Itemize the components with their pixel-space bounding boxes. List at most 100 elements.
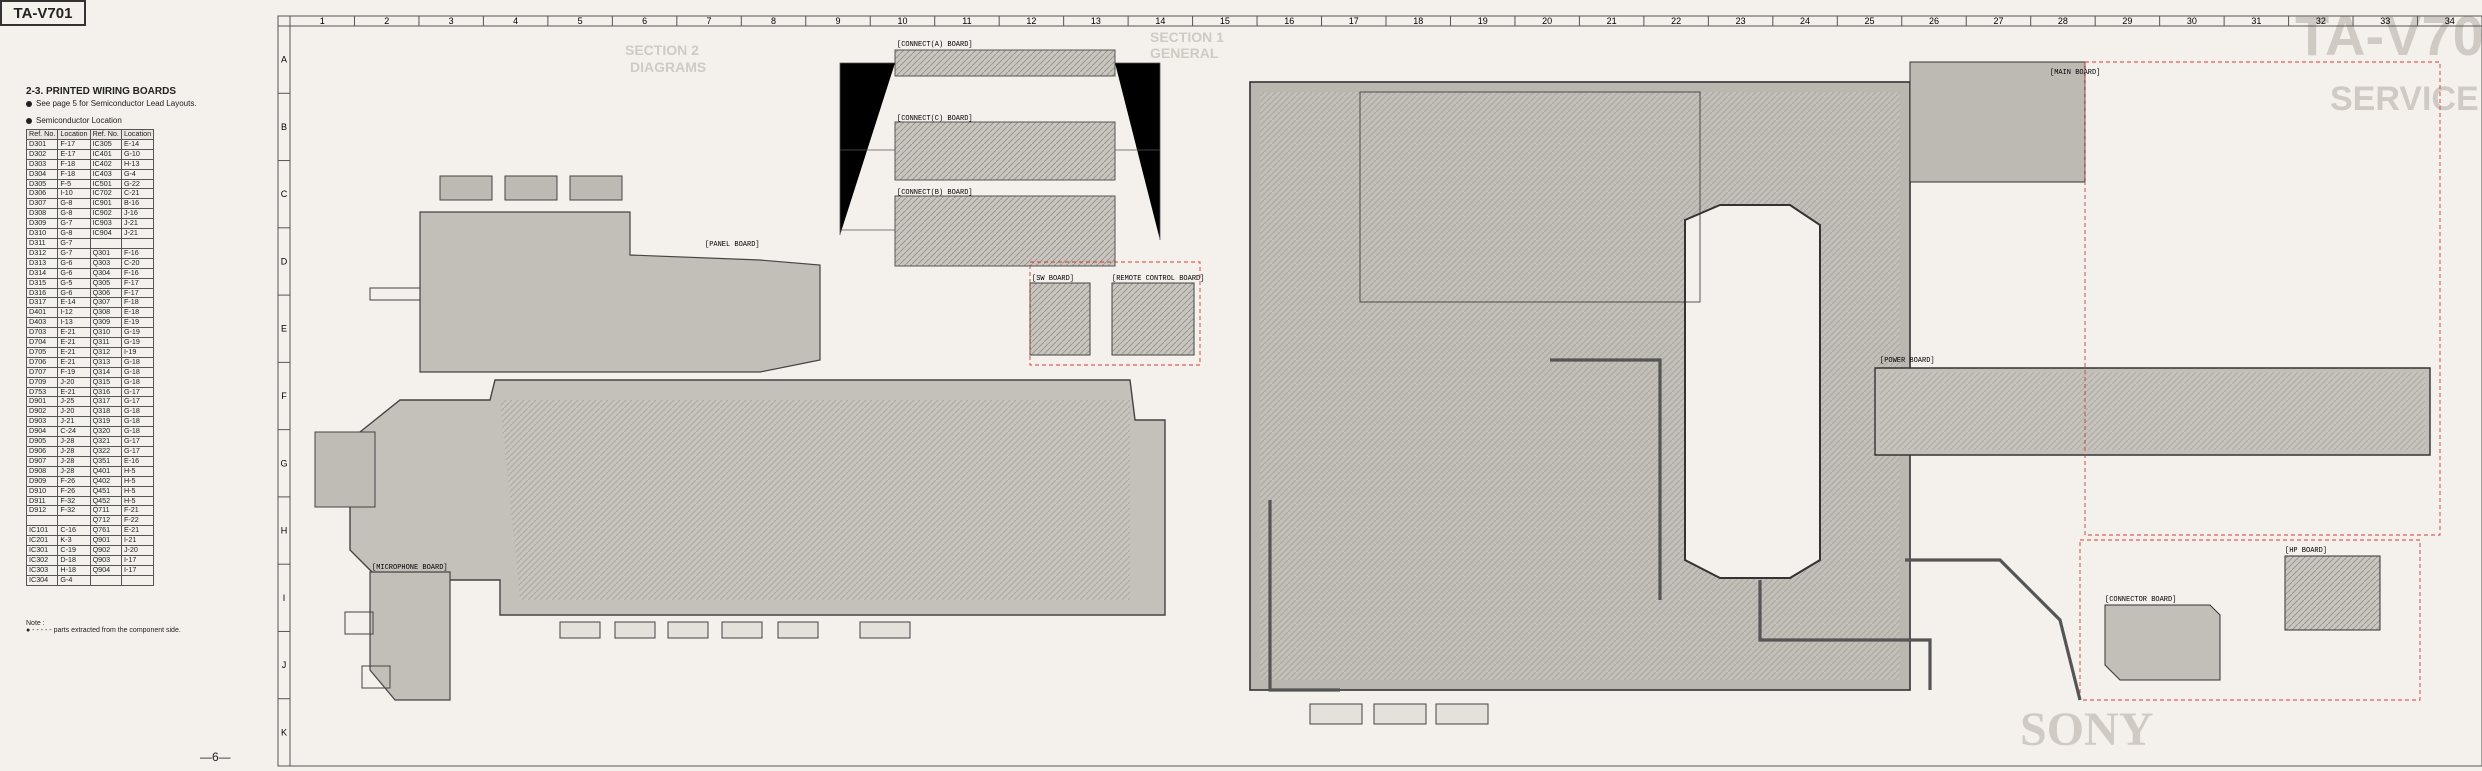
grid-column-label: 16 [1284,16,1294,26]
grid-column-label: 23 [1736,16,1746,26]
remote-board-label: [REMOTE CONTROL BOARD] [1112,275,1204,283]
bg-general: GENERAL [1150,45,1219,61]
grid-row-label: D [281,256,288,266]
panel-board-label: [PANEL BOARD] [705,241,760,249]
table-cell [89,574,122,586]
grid-column-label: 31 [2251,16,2261,26]
sw-board-label: [SW BOARD] [1032,275,1074,283]
connect-c-label: [CONNECT(C) BOARD] [897,115,973,123]
note-text: parts extracted from the component side. [53,627,181,634]
grid-column-label: 22 [1671,16,1681,26]
grid-column-label: 12 [1026,16,1036,26]
grid-column-label: 29 [2122,16,2132,26]
grid-row-label: C [281,189,288,199]
grid-column-label: 27 [1993,16,2003,26]
page-number: —6— [200,750,231,764]
semiconductor-location-table: Ref. No. Location Ref. No. Location D301… [25,129,155,586]
bg-service-manual: SERVICE MANUAL [2330,80,2482,118]
connect-b-board: [CONNECT(B) BOARD] [894,189,1116,267]
bg-model-large: TA-V701 [2295,4,2482,67]
grid-row-label: H [281,526,288,536]
red-outline [1029,61,2441,701]
connector-board: [CONNECTOR BOARD] [2104,596,2221,681]
grid-column-label: 30 [2187,16,2197,26]
section-title: 2-3. PRINTED WIRING BOARDS [26,86,177,97]
grid-column-label: 10 [897,16,907,26]
grid-column-label: 32 [2316,16,2326,26]
grid-row-label: F [281,391,287,401]
grid-frame [277,15,2482,767]
model-tag: TA-V701 [0,0,86,26]
hp-board-label: [HP BOARD] [2285,547,2327,555]
grid-column-label: 6 [642,16,647,26]
grid-row-label: J [282,660,287,670]
grid-row-label: E [281,324,287,334]
grid-column-label: 17 [1349,16,1359,26]
microphone-board: [MICROPHONE BOARD] [344,564,451,701]
grid-row-label: K [281,727,287,737]
connect-a-label: [CONNECT(A) BOARD] [897,41,973,49]
grid-column-label: 4 [513,16,518,26]
remote-control-board: [REMOTE CONTROL BOARD] [1111,275,1204,356]
grid-column-label: 11 [962,16,971,26]
grid-column-label: 20 [1542,16,1552,26]
grid-column-label: 14 [1155,16,1165,26]
ribbon-lines [839,62,1161,240]
grid-column-label: 18 [1413,16,1423,26]
semi-title-text: Semiconductor Location [36,116,122,125]
hp-board: [HP BOARD] [2284,547,2381,631]
grid-column-label: 24 [1800,16,1810,26]
connector-board-label: [CONNECTOR BOARD] [2105,596,2176,604]
grid-row-label: G [280,458,287,468]
grid-row-label: B [281,122,287,132]
grid-column-label: 13 [1091,16,1101,26]
grid-column-label: 34 [2445,16,2455,26]
power-board: [POWER BOARD] [1874,357,2431,456]
microphone-board-label: [MICROPHONE BOARD] [372,564,448,572]
grid-column-label: 9 [835,16,840,26]
grid-column-label: 5 [578,16,583,26]
grid-column-label: 7 [707,16,712,26]
lower-left-board [314,379,1166,616]
grid-column-label: 19 [1478,16,1488,26]
panel-board: [PANEL BOARD] [369,175,821,373]
grid-column-label: 21 [1607,16,1617,26]
bottom-connectors [559,621,1489,725]
main-board-label: [MAIN BOARD] [2050,69,2100,77]
background-print: SECTION 2 DIAGRAMS SECTION 1 GENERAL TA-… [625,4,2482,756]
bg-section1: SECTION 1 [1150,29,1224,45]
bullet-icon [26,117,32,124]
table-cell: IC304 [25,574,59,586]
subtitle-text: See page 5 for Semiconductor Lead Layout… [36,99,197,108]
bg-sony: SONY [2020,703,2153,756]
section-subtitle: See page 5 for Semiconductor Lead Layout… [26,99,197,108]
bg-diagrams: DIAGRAMS [630,59,706,75]
dashed-line-symbol: ● - - - - - [26,627,52,634]
main-board: [MAIN BOARD] [1249,61,2100,691]
connect-c-board: [CONNECT(C) BOARD] [894,115,1116,181]
grid-column-label: 26 [1929,16,1939,26]
grid-column-label: 8 [771,16,776,26]
bg-section2: SECTION 2 [625,42,699,58]
note-title: Note : [26,620,45,627]
grid-row-label: I [283,593,286,603]
table-cell [120,574,155,586]
grid-column-label: 15 [1220,16,1230,26]
grid-column-label: 33 [2380,16,2390,26]
semiconductor-location-title: Semiconductor Location [26,116,122,125]
note: Note : ● - - - - - parts extracted from … [26,620,181,634]
